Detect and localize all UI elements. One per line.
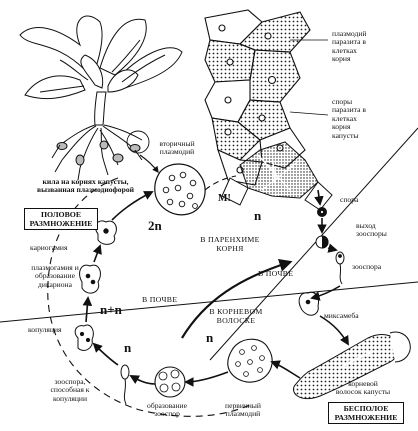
label-plasmogamy: плазмогамия и образование дикариона (31, 263, 79, 289)
arrow-kila-to-plasmodium (139, 154, 159, 174)
zoospore-formation-illustration (154, 366, 186, 398)
label-zoospore: зооспора (352, 262, 382, 271)
arrow-tissue-to-spore (314, 189, 324, 206)
dashed-link-top (204, 175, 237, 191)
label-kila: кила на корнях капусты, вызванная плазмо… (36, 177, 135, 195)
label-secondary-plasmodium: вторичный плазмодий (159, 139, 195, 157)
label-ploidy-n-lower-left: n (124, 340, 132, 355)
arrow-roothair-to-primary (270, 360, 301, 379)
spore-sequence-illustration (298, 207, 345, 316)
cabbage-plant-illustration (19, 15, 183, 181)
dashed-cycle-boundary (47, 177, 251, 417)
label-copulation: копуляция (28, 325, 62, 334)
label-zoospore-exit: выход зооспоры (356, 221, 387, 239)
label-ploidy-2n: 2n (148, 218, 162, 233)
label-spores-in-cells: споры паразита в клетках корня капусты (332, 97, 366, 140)
arrow-plasmogamy-to-karyogamy (92, 244, 102, 263)
arrow-copulation-to-plasmogamy (82, 296, 93, 323)
label-myxamoeba: миксамеба (324, 311, 359, 320)
divider-line-horizontal (0, 281, 418, 323)
arrow-karyogamy-to-plasmodium (111, 191, 154, 221)
arrow-zoospore-to-myxamoeba (310, 285, 341, 301)
secondary-plasmodium-illustration (154, 163, 206, 216)
zone-in-soil-left: В ПОЧВЕ (142, 295, 178, 304)
arrow-root-infection (181, 258, 293, 339)
arrow-formation-to-zoospore (129, 375, 156, 385)
label-spore: спора (340, 195, 359, 204)
label-root-hair: корневой волосок капусты (335, 379, 391, 397)
label-meiosis: М! (218, 193, 231, 204)
label-karyogamy: кариогамия (30, 243, 68, 252)
label-primary-plasmodium: первичный плазмодий (225, 401, 261, 419)
copulation-cells-illustration (74, 220, 130, 405)
label-ploidy-n-lower-mid: n (206, 330, 214, 345)
primary-plasmodium-illustration (227, 338, 273, 383)
label-plasmodium-in-cells: плазмодий паразита в клетках корня (332, 29, 367, 64)
label-ploidy-n-right: n (254, 208, 262, 223)
arrow-zoospore-to-copulation (92, 342, 119, 366)
arrow-exit-to-zoospore (327, 243, 338, 253)
label-sexual-reproduction: ПОЛОВОЕ РАЗМНОЖЕНИЕ (24, 208, 98, 230)
label-zoospore-copulation: зооспора, способная к копуляции (50, 377, 90, 403)
arrow-primary-to-formation (184, 371, 229, 387)
zone-in-parenchyma: В ПАРЕНХИМЕ КОРНЯ (200, 235, 260, 253)
arrow-myxamoeba-to-roothair (319, 315, 349, 346)
label-zoospore-formation: образование зооспор (147, 401, 187, 419)
zone-in-soil-right: В ПОЧВЕ (258, 269, 294, 278)
root-hair-illustration (293, 331, 411, 400)
divider-line-diagonal (209, 127, 418, 361)
zone-in-root-hair: В КОРНЕВОМ ВОЛОСКЕ (209, 307, 263, 325)
label-ploidy-n-plus-n: n+n (100, 302, 122, 317)
cycle-arrows (82, 154, 349, 387)
label-asexual-reproduction: БЕСПОЛОЕ РАЗМНОЖЕНИЕ (328, 402, 404, 424)
